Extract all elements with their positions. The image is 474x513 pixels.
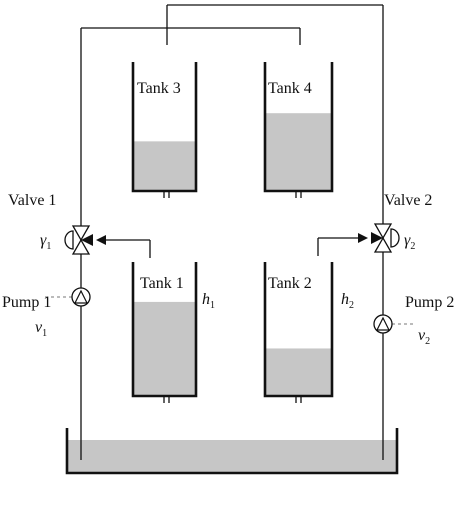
pump-2: Pump 2 v2 [373,294,454,347]
valve1-body-top [71,225,91,242]
h1-symbol: h1 [202,291,215,311]
valve2-body-bottom [373,236,393,253]
tank-3: Tank 3 [131,62,198,198]
valve-1: Valve 1 γ1 [8,192,93,255]
tank4-label: Tank 4 [268,80,312,97]
pump2-body [373,314,393,334]
valve2-actuator [390,228,400,248]
pump1-direction-icon [74,289,88,304]
tank2-wall [263,262,334,398]
valve1-body-bottom [71,238,91,255]
valve2-body-top [373,223,393,240]
v1-symbol: v1 [35,319,47,339]
valve1-body-side [81,234,93,246]
tank2-water [265,348,332,395]
gamma2-symbol: γ2 [404,232,415,252]
gamma1-symbol: γ1 [40,232,51,252]
tank-4: Tank 4 [263,62,334,198]
pump-1: Pump 1 v1 [2,287,91,339]
tank-1: Tank 1 h1 [131,262,215,403]
tank3-water [133,141,196,190]
tank3-label: Tank 3 [137,80,181,97]
tank-2: Tank 2 h2 [263,262,354,403]
valve2-branch-arrow [358,233,368,243]
tank4-water [265,113,332,190]
valve2-body-side [371,232,383,244]
tank1-water [133,301,196,395]
reservoir-water [67,440,397,472]
valve-2: Valve 2 γ2 [371,192,432,253]
reservoir [65,428,399,475]
pump2-label: Pump 2 [405,294,454,311]
v2-symbol: v2 [418,327,430,347]
tank2-label: Tank 2 [268,275,312,292]
tank1-label: Tank 1 [140,275,184,292]
reservoir-wall [65,428,399,475]
tank4-wall [263,62,334,193]
valve1-branch-arrow [96,235,106,245]
pump2-direction-icon [376,316,390,331]
valve1-actuator [64,230,74,250]
valve2-label: Valve 2 [384,192,432,209]
h2-symbol: h2 [341,291,354,311]
pump1-body [71,287,91,307]
valve1-label: Valve 1 [8,192,56,209]
pump1-label: Pump 1 [2,294,51,311]
